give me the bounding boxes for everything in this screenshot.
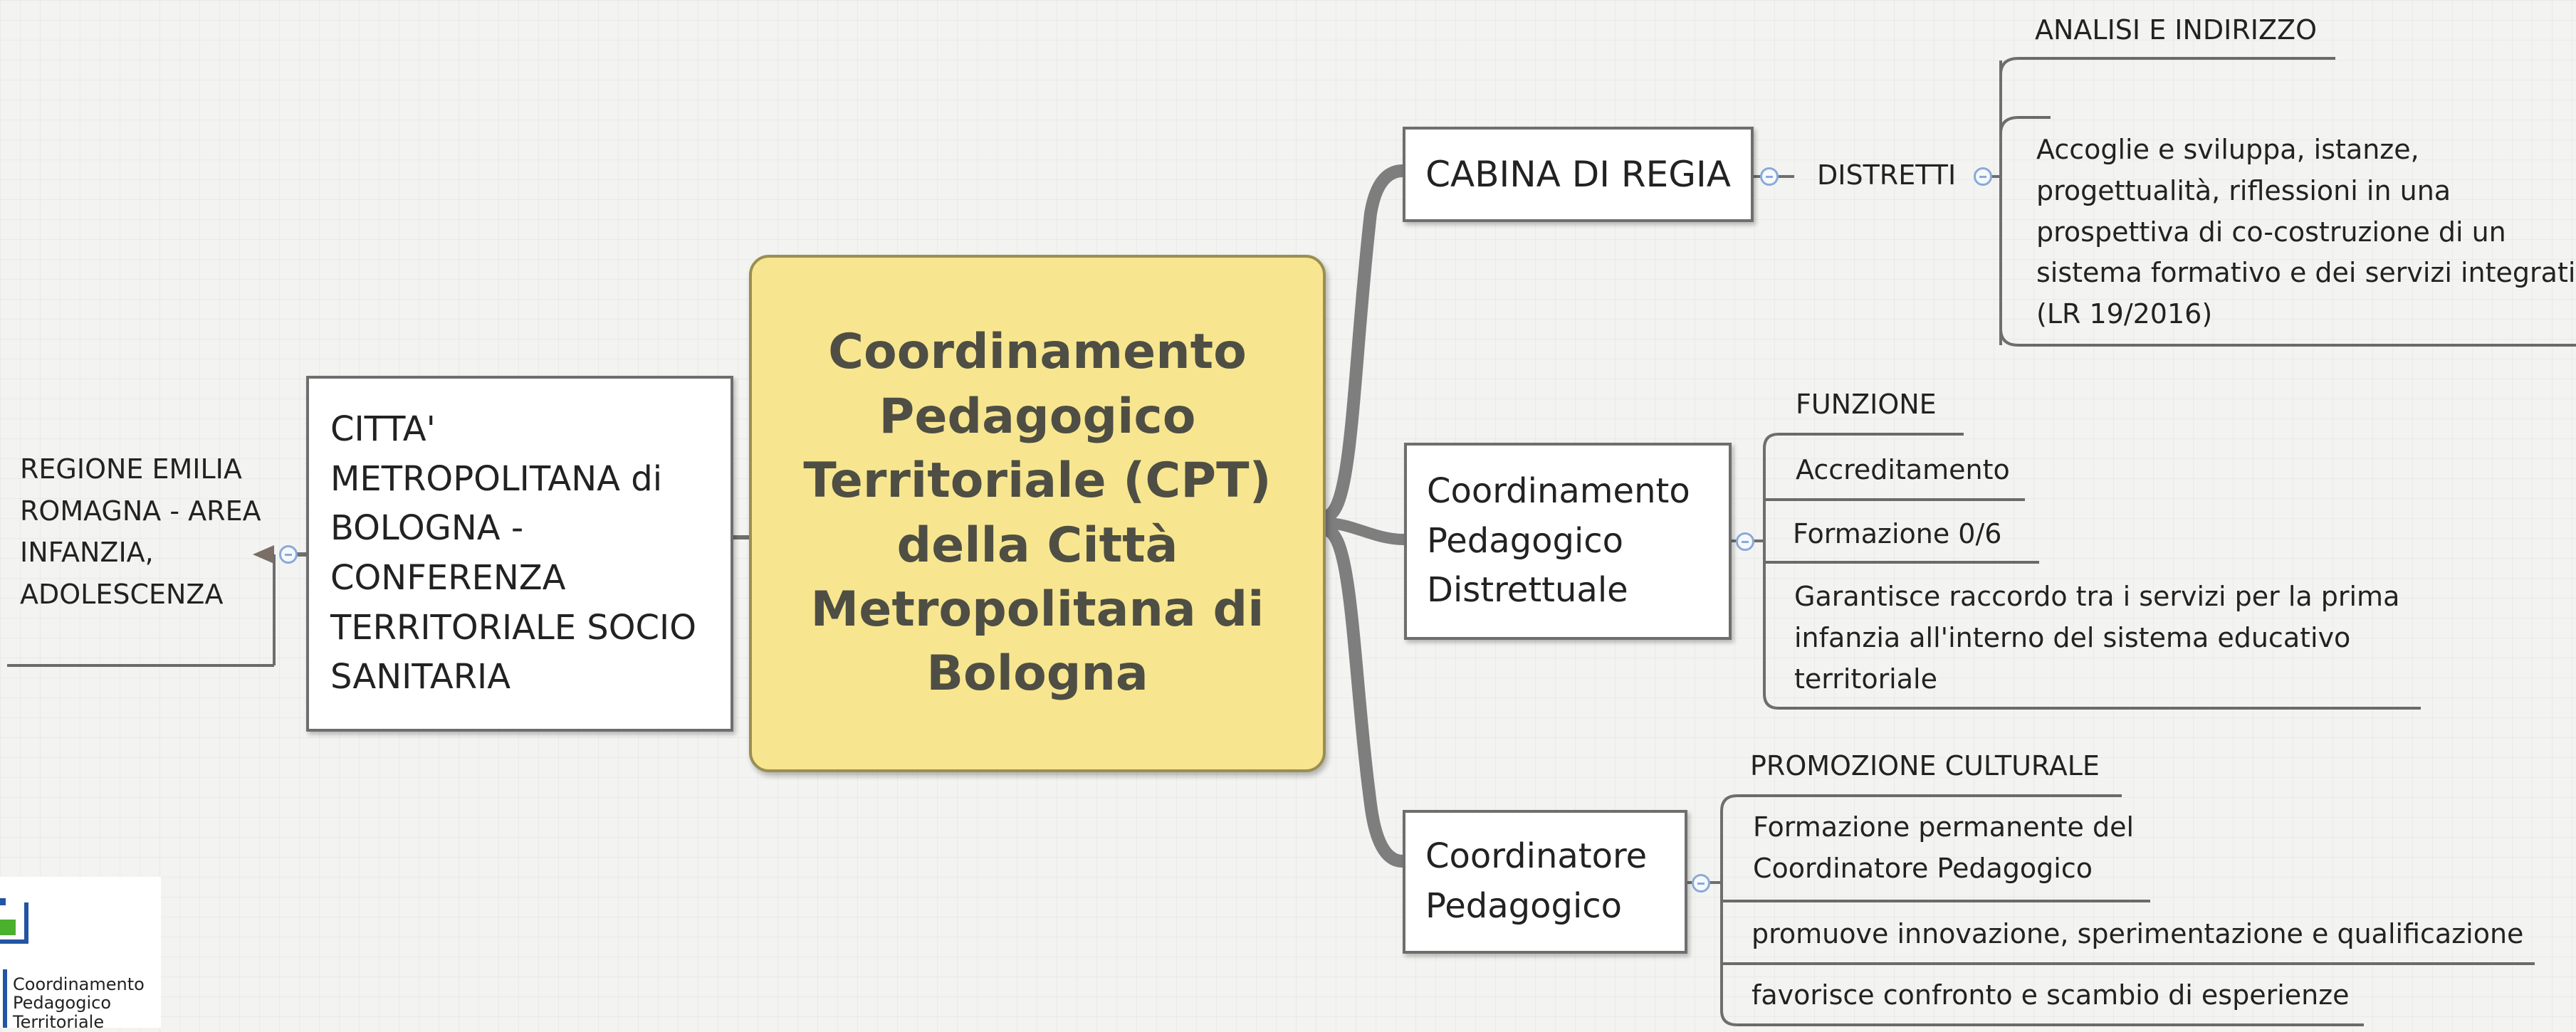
cabina-di-regia-label: CABINA DI REGIA — [1425, 154, 1731, 195]
formazione-06-label: Formazione 0/6 — [1793, 518, 2002, 549]
logo-line-3: Territoriale — [13, 1011, 105, 1032]
formazione-06-node[interactable]: Formazione 0/6 — [1793, 514, 2001, 554]
promozione-culturale-node[interactable]: PROMOZIONE CULTURALE — [1750, 746, 2100, 786]
desc-topline — [2019, 116, 2051, 119]
bracket-funzione — [1763, 433, 1779, 449]
logo-mark-square — [0, 920, 16, 935]
cpt-logo: Coordinamento Pedagogico Territoriale — [0, 877, 161, 1032]
raccordo-node[interactable]: Garantisce raccordo tra i servizi per la… — [1794, 576, 2407, 700]
collapse-citta-icon[interactable] — [279, 545, 298, 564]
analisi-underline — [2019, 57, 2335, 60]
accreditamento-node[interactable]: Accreditamento — [1796, 450, 2010, 490]
bracket-desc — [1999, 116, 2019, 347]
formazione-permanente-underline — [1722, 900, 2150, 902]
accreditamento-underline — [1764, 498, 2025, 501]
coordinatore-pedagogico-label: Coordinatore Pedagogico — [1425, 836, 1648, 926]
logo-text: Coordinamento Pedagogico Territoriale — [13, 974, 145, 1032]
coordinamento-distrettuale-node[interactable]: Coordinamento Pedagogico Distrettuale — [1404, 443, 1732, 640]
funzione-node[interactable]: FUNZIONE — [1796, 384, 1937, 425]
link-coordinatore-children — [1687, 811, 1723, 1011]
citta-metropolitana-label: CITTA' METROPOLITANA di BOLOGNA - CONFER… — [330, 409, 696, 697]
cabina-di-regia-node[interactable]: CABINA DI REGIA — [1403, 127, 1754, 222]
innovazione-underline — [1722, 962, 2535, 965]
link-central-distrettuale — [1320, 517, 1410, 545]
link-distrettuale-children — [1730, 448, 1766, 694]
analisi-indirizzo-node[interactable]: ANALISI E INDIRIZZO — [2035, 10, 2317, 51]
formazione-permanente-label: Formazione permanente del Coordinatore P… — [1753, 811, 2135, 884]
logo-line-1: Coordinamento — [13, 974, 145, 994]
analisi-indirizzo-label: ANALISI E INDIRIZZO — [2035, 14, 2317, 46]
logo-line-2: Pedagogico — [13, 993, 112, 1013]
raccordo-label: Garantisce raccordo tra i servizi per la… — [1794, 581, 2400, 695]
confronto-label: favorisce confronto e scambio di esperie… — [1752, 979, 2350, 1011]
logo-mark-bar — [3, 969, 7, 1028]
funzione-underline — [1779, 433, 1964, 436]
confronto-underline — [1737, 1023, 2364, 1026]
regione-node[interactable]: REGIONE EMILIA ROMAGNA - AREA INFANZIA, … — [20, 448, 276, 615]
formazione-permanente-node[interactable]: Formazione permanente del Coordinatore P… — [1753, 807, 2152, 890]
collapse-distrettuale-icon[interactable] — [1736, 532, 1754, 551]
desc-underline — [2019, 344, 2576, 347]
raccordo-underline — [1779, 707, 2421, 710]
bracket-confronto — [1720, 1010, 1738, 1026]
confronto-node[interactable]: favorisce confronto e scambio di esperie… — [1752, 975, 2350, 1016]
coordinamento-distrettuale-label: Coordinamento Pedagogico Distrettuale — [1427, 471, 1690, 611]
innovazione-node[interactable]: promuove innovazione, sperimentazione e … — [1752, 914, 2523, 954]
link-central-coordinatore — [1319, 524, 1409, 868]
bracket-analisi — [1999, 57, 2019, 75]
innovazione-label: promuove innovazione, sperimentazione e … — [1752, 918, 2524, 949]
link-central-cabina — [1319, 164, 1409, 522]
bracket-raccordo — [1763, 693, 1779, 710]
citta-metropolitana-node[interactable]: CITTA' METROPOLITANA di BOLOGNA - CONFER… — [306, 376, 733, 732]
formazione-06-underline — [1764, 561, 2039, 564]
collapse-cabina-icon[interactable] — [1760, 167, 1779, 186]
promozione-underline — [1737, 794, 2122, 797]
central-topic-node[interactable]: Coordinamento Pedagogico Territoriale (C… — [749, 255, 1326, 772]
cabina-description-label: Accoglie e sviluppa, istanze, progettual… — [2036, 134, 2576, 330]
collapse-distretti-icon[interactable] — [1974, 167, 1992, 186]
coordinatore-pedagogico-node[interactable]: Coordinatore Pedagogico — [1403, 810, 1687, 954]
central-topic-title: Coordinamento Pedagogico Territoriale (C… — [803, 324, 1272, 702]
logo-mark-frame — [0, 902, 28, 944]
funzione-label: FUNZIONE — [1796, 389, 1937, 420]
collapse-coordinatore-icon[interactable] — [1692, 874, 1710, 893]
regione-label: REGIONE EMILIA ROMAGNA - AREA INFANZIA, … — [20, 453, 261, 610]
bracket-promozione — [1720, 794, 1738, 812]
arrow-to-regione-icon — [253, 545, 274, 564]
logo-mark-top — [0, 898, 6, 905]
distretti-node[interactable]: DISTRETTI — [1817, 155, 1956, 196]
promozione-culturale-label: PROMOZIONE CULTURALE — [1750, 750, 2100, 781]
cabina-description-node[interactable]: Accoglie e sviluppa, istanze, progettual… — [2036, 130, 2576, 335]
distretti-label: DISTRETTI — [1817, 159, 1957, 191]
accreditamento-label: Accreditamento — [1796, 454, 2010, 485]
link-distretti-children — [1986, 60, 2002, 345]
